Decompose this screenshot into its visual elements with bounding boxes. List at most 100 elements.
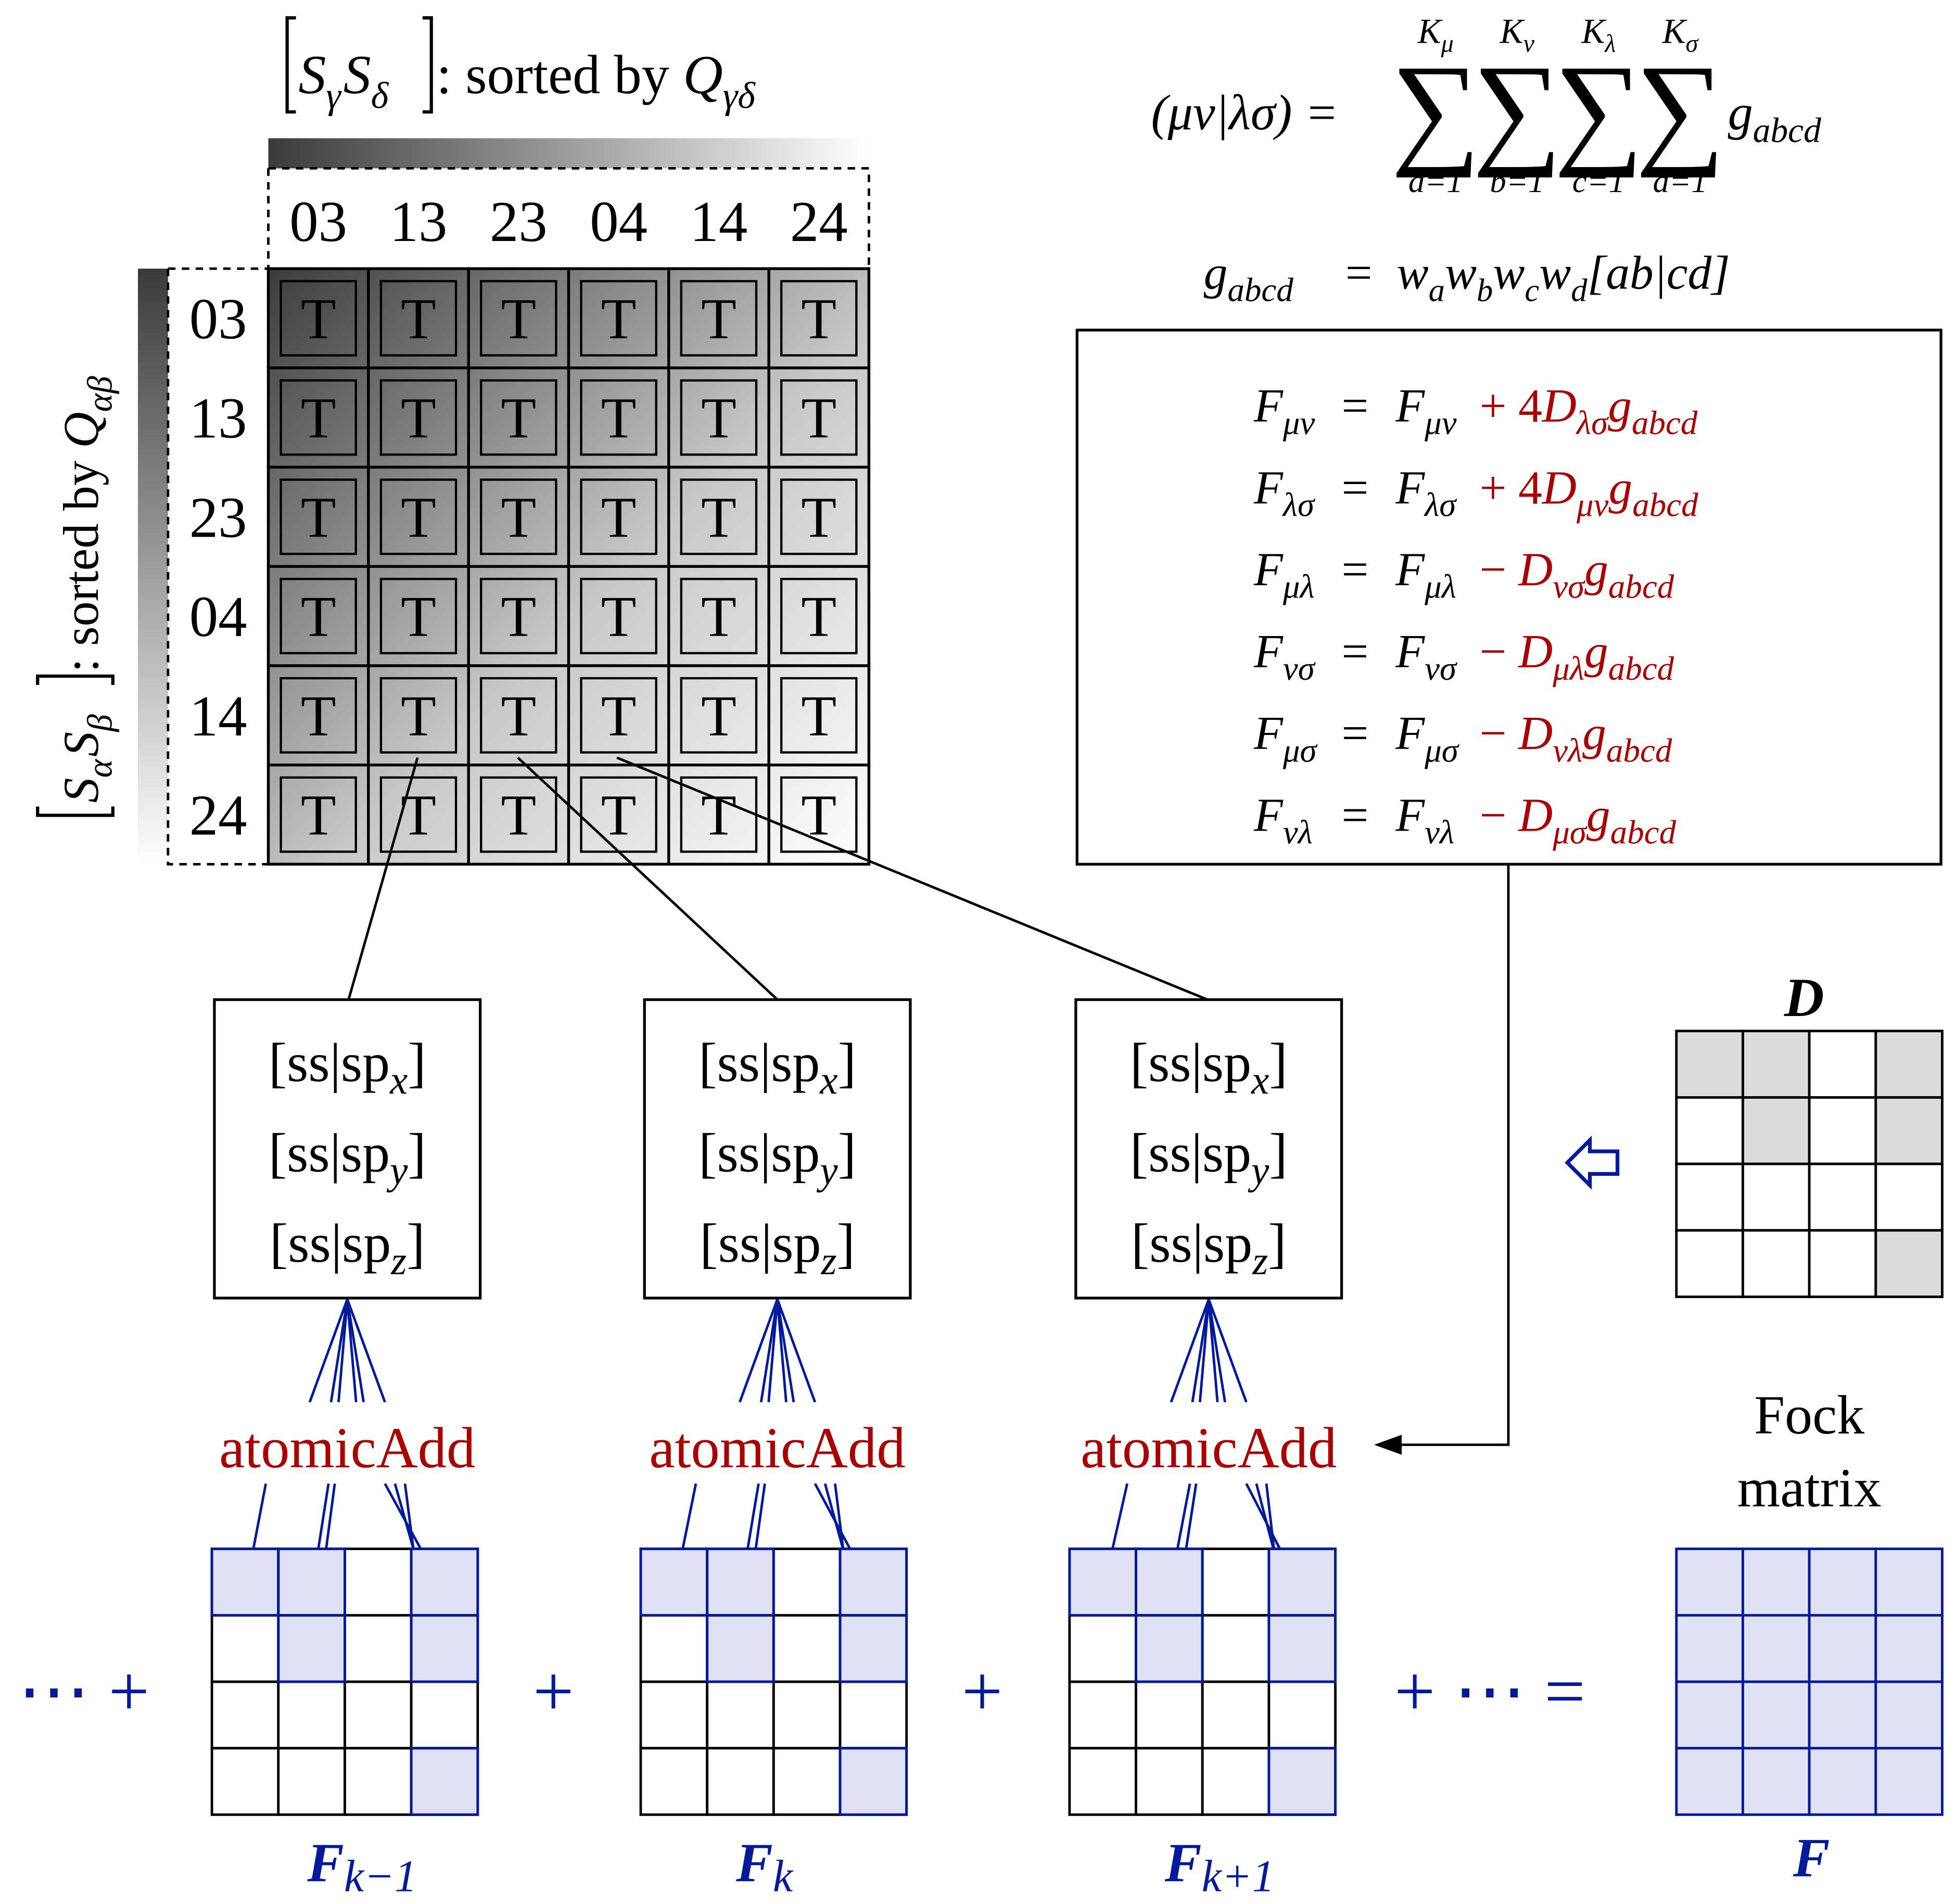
cell-inner-frame	[379, 280, 458, 357]
cell-inner-frame	[680, 280, 758, 357]
fock-update-line: Fνσ=Fνσ− Dμλgabcd	[1253, 625, 1674, 688]
cell-inner-frame	[379, 478, 458, 555]
summation-sign: ∑	[1472, 40, 1562, 179]
cell-inner-frame	[680, 379, 758, 456]
cell-label: T	[801, 287, 836, 351]
column-heading-left-bracket	[285, 16, 296, 114]
update-lhs: Fμσ	[1253, 706, 1318, 769]
update-term: + 4Dλσgabcd	[1480, 379, 1698, 442]
cell-inner-frame	[680, 478, 758, 555]
grid-cell: T	[567, 764, 670, 866]
matrix-cell	[344, 1614, 413, 1683]
column-label: 04	[590, 189, 647, 253]
grid-cell: T	[667, 267, 770, 370]
matrix-cell	[639, 1680, 709, 1750]
row-gradient-bar	[137, 269, 168, 865]
cell-inner-frame	[480, 776, 557, 853]
cell-inner-frame	[580, 280, 657, 357]
update-rhs-f: Fμσ	[1395, 706, 1460, 769]
fock-update-box	[1075, 328, 1942, 866]
update-rhs-f: Fμλ	[1395, 543, 1456, 606]
plus-operator-2: +	[962, 1651, 1003, 1732]
fock-cell	[1808, 1547, 1877, 1617]
cell-label: T	[401, 585, 436, 649]
fock-cell	[1742, 1614, 1811, 1683]
update-lhs: Fμλ	[1253, 543, 1315, 606]
fock-cell	[1874, 1547, 1944, 1617]
matrix-cell-outline	[839, 1747, 908, 1816]
density-input-arrow	[1565, 1135, 1620, 1190]
row-heading-right-bracket	[36, 674, 115, 685]
cell-label: T	[801, 783, 836, 847]
matrix-cell	[1068, 1614, 1137, 1683]
matrix-cell	[1135, 1747, 1204, 1816]
density-cell	[1675, 1030, 1744, 1099]
matrix-cell	[1135, 1680, 1204, 1750]
summation-lower: c=1	[1572, 163, 1625, 199]
matrix-cell	[706, 1547, 775, 1617]
update-rhs-f: Fνλ	[1395, 789, 1454, 852]
equation-term: gabcd	[1728, 85, 1822, 150]
summation-sign: ∑	[1554, 40, 1644, 179]
density-cell	[1874, 1030, 1944, 1099]
summation-lower: d=1	[1653, 163, 1708, 199]
g-definition: gabcd = wawbwcwd[ab|cd]	[1204, 246, 1730, 309]
g-definition-equals: =	[1345, 246, 1373, 299]
cell-label: T	[801, 386, 836, 450]
update-term: + 4Dμνgabcd	[1480, 461, 1699, 524]
column-gradient-bar	[268, 138, 869, 169]
update-equals: =	[1342, 461, 1369, 514]
matrix-cell	[410, 1680, 479, 1750]
fock-cell	[1742, 1747, 1811, 1816]
matrix-cell-outline	[410, 1614, 479, 1683]
fock-update-line: Fμσ=Fμσ− Dνλgabcd	[1253, 706, 1672, 769]
grid-cell: T	[567, 565, 670, 667]
column-label: 24	[790, 189, 848, 253]
summation-sign: ∑	[1635, 40, 1725, 179]
density-cell	[1742, 1162, 1811, 1232]
matrix-cell	[639, 1547, 709, 1617]
update-equals: =	[1342, 379, 1369, 432]
fan-line	[1207, 1299, 1248, 1403]
grid-cell: T	[767, 664, 871, 767]
matrix-cell	[772, 1680, 842, 1750]
cell-label: T	[401, 485, 436, 549]
density-cell	[1808, 1162, 1877, 1232]
summation-upper: Kσ	[1662, 11, 1699, 57]
cell-label: T	[301, 585, 336, 649]
matrix-cell	[210, 1680, 280, 1750]
matrix-cell	[277, 1547, 346, 1617]
summation: Kσ∑d=1	[1635, 11, 1725, 199]
matrix-cell	[839, 1614, 908, 1683]
cell-label: T	[601, 485, 637, 549]
cell-inner-frame	[280, 478, 357, 555]
atomicadd-group: atomicAdd	[1081, 1299, 1337, 1792]
fock-update-line: Fμλ=Fμλ− Dνσgabcd	[1253, 543, 1674, 606]
cell-label: T	[501, 783, 536, 847]
matrix-cell	[210, 1547, 280, 1617]
matrix-cell-outline	[1135, 1614, 1204, 1683]
column-heading-right-bracket	[422, 16, 433, 114]
cell-label: T	[601, 684, 637, 748]
density-cell	[1808, 1030, 1877, 1099]
update-to-atomicadd-arrow	[1374, 864, 1510, 1455]
update-lhs: Fμν	[1253, 379, 1315, 442]
matrix-cell	[277, 1614, 346, 1683]
matrix-cell	[839, 1547, 908, 1617]
update-term: − Dμλgabcd	[1480, 625, 1674, 688]
cell-label: T	[401, 684, 436, 748]
cell-label: T	[801, 485, 836, 549]
matrix-cell	[706, 1614, 775, 1683]
fock-cell	[1675, 1547, 1744, 1617]
fan-line	[767, 1299, 779, 1403]
row-heading: SαSβ : sorted by Qαβ	[36, 376, 119, 817]
fan-line	[337, 1299, 349, 1403]
matrix-cell	[410, 1547, 479, 1617]
fock-cell	[1874, 1747, 1944, 1816]
matrix-cell	[1267, 1747, 1337, 1816]
